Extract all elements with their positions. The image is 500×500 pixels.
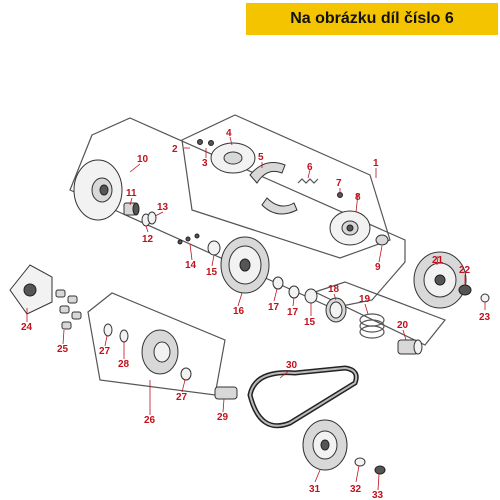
- part-20-sleeve: [397, 339, 423, 355]
- part-23-washer: [480, 293, 490, 303]
- part-27-ring-a: [103, 323, 113, 337]
- callout-13: 13: [157, 202, 169, 213]
- callout-22: 22: [459, 265, 471, 276]
- part-16-drive-pulley: [220, 236, 270, 294]
- callout-20: 20: [397, 320, 409, 331]
- callout-6: 6: [307, 162, 313, 173]
- callout-5: 5: [258, 152, 264, 163]
- callout-28: 28: [118, 359, 130, 370]
- callout-9: 9: [375, 262, 381, 273]
- part-29-shaft: [214, 386, 238, 400]
- callout-17b: 17: [287, 307, 299, 318]
- callout-33: 33: [372, 490, 384, 500]
- callout-27b: 27: [176, 392, 188, 403]
- callout-11: 11: [126, 188, 137, 199]
- part-25-rollers: [55, 289, 82, 330]
- part-18-cup: [325, 297, 347, 323]
- banner-text: Na obrázku díl číslo 6: [290, 10, 454, 27]
- part-8-clutch-hub: [329, 210, 371, 246]
- part-14-pins: [177, 233, 200, 245]
- part-15-oring: [207, 240, 221, 256]
- callout-19: 19: [359, 294, 371, 305]
- callout-14: 14: [185, 260, 197, 271]
- callout-16: 16: [233, 306, 245, 317]
- assembly-outline-2: [181, 114, 391, 259]
- callout-32: 32: [350, 484, 362, 495]
- callout-2: 2: [172, 144, 178, 155]
- callout-12: 12: [142, 234, 154, 245]
- callout-17: 17: [268, 302, 280, 313]
- part-32-washer: [354, 457, 366, 467]
- callout-26: 26: [144, 415, 156, 426]
- callout-15b: 15: [304, 317, 316, 328]
- callout-31: 31: [309, 484, 321, 495]
- part-28-ring: [119, 329, 129, 343]
- callout-30: 30: [286, 360, 298, 371]
- assembly-outline-tail: [313, 281, 446, 346]
- part-33-nut: [374, 465, 386, 475]
- part-9-nut: [375, 234, 389, 246]
- part-6-spring: [297, 178, 319, 184]
- callout-23: 23: [479, 312, 491, 323]
- callout-3: 3: [202, 158, 208, 169]
- part-19-spring: [359, 313, 385, 339]
- callout-4: 4: [226, 128, 232, 139]
- part-13-washer: [147, 211, 157, 225]
- assembly-outline-26: [87, 292, 226, 396]
- part-5-clutch-shoes: [249, 162, 298, 215]
- callout-24: 24: [21, 322, 33, 333]
- callout-15: 15: [206, 267, 218, 278]
- part-21-clutch-bell: [413, 251, 467, 309]
- part-31-fan: [302, 419, 348, 471]
- callout-8: 8: [355, 192, 361, 203]
- callout-7: 7: [336, 178, 342, 189]
- callout-25: 25: [57, 344, 69, 355]
- part-17-ring-a: [272, 276, 284, 290]
- callout-27: 27: [99, 346, 111, 357]
- part-26-sliding-pulley: [141, 329, 179, 375]
- part-11-bushing: [123, 202, 140, 216]
- part-27-ring-b: [180, 367, 192, 381]
- title-banner: Na obrázku díl číslo 6: [246, 3, 498, 35]
- callout-18: 18: [328, 284, 340, 295]
- part-10-drive-face: [73, 159, 123, 221]
- callout-29: 29: [217, 412, 229, 423]
- part-24-cover: [9, 264, 53, 315]
- part-3-screws: [197, 139, 214, 146]
- callout-21: 21: [432, 255, 444, 266]
- part-15-oring-b: [304, 288, 318, 304]
- part-17-ring-b: [288, 285, 300, 299]
- callout-10: 10: [137, 154, 149, 165]
- callout-1: 1: [373, 158, 379, 169]
- part-22-nut: [458, 284, 472, 296]
